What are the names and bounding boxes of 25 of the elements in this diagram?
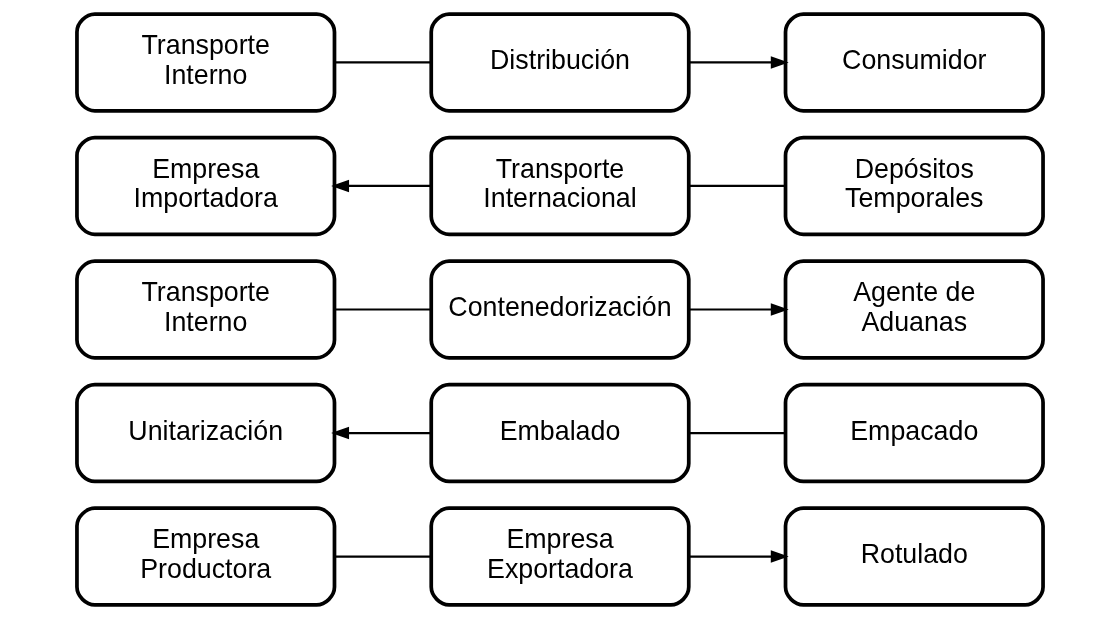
node-box: Unitarización [75, 382, 337, 484]
node-box: Empresa Exportadora [429, 506, 691, 607]
node-box: Transporte Interno [75, 259, 337, 360]
arrow [331, 179, 432, 193]
connector [688, 184, 786, 188]
node-box: Transporte Interno [75, 12, 337, 113]
node-box: Empresa Importadora [75, 135, 337, 237]
connector [334, 61, 432, 64]
arrow [688, 550, 789, 563]
node-box: Rotulado [783, 506, 1045, 607]
node-box: Contenedorización [429, 259, 691, 360]
node-box: Transporte Internacional [429, 135, 691, 237]
node-box: Consumidor [783, 12, 1045, 113]
node-box: Embalado [429, 382, 691, 484]
connector [334, 308, 432, 311]
node-box: Empresa Productora [75, 506, 337, 607]
connector [334, 555, 432, 558]
arrow [331, 426, 432, 440]
arrow [688, 303, 789, 316]
arrow [688, 56, 789, 69]
node-box: Depósitos Temporales [783, 135, 1045, 237]
connector [688, 431, 786, 435]
node-box: Empacado [783, 382, 1045, 484]
node-box: Agente de Aduanas [783, 259, 1045, 360]
node-box: Distribución [429, 12, 691, 113]
